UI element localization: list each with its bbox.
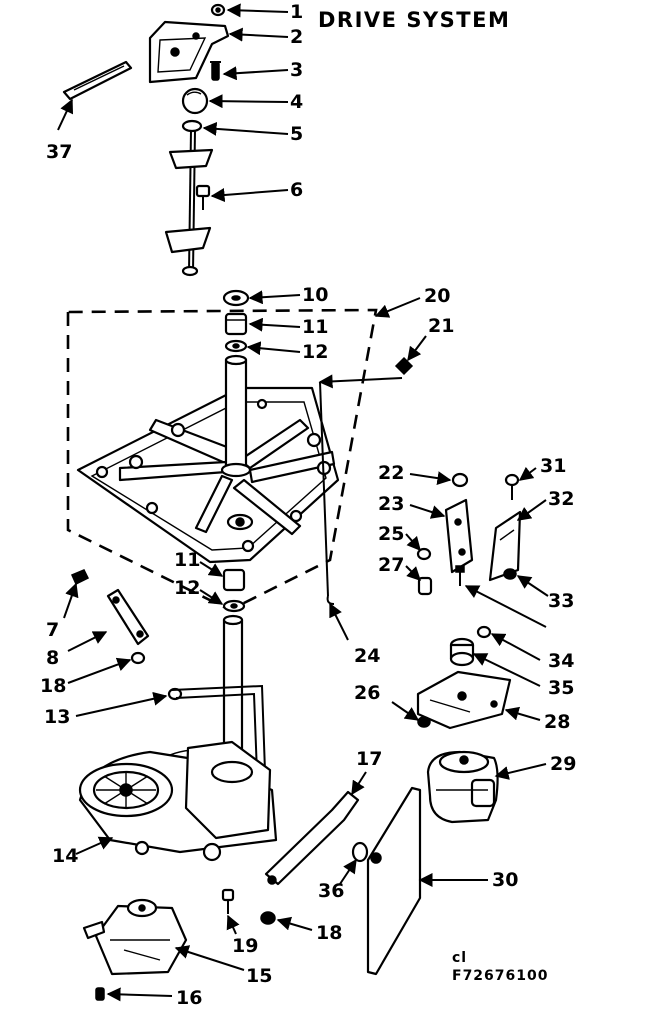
part-16-screw: [95, 987, 105, 1001]
callout-label: 21: [428, 315, 454, 337]
part-31-screw-lower: [455, 565, 465, 586]
callout-label: 8: [46, 647, 59, 669]
part-24-spring: [326, 595, 335, 605]
part-26-nut: [417, 716, 431, 728]
part-7-screw: [71, 569, 90, 586]
callout-label: 23: [378, 493, 404, 515]
part-14-transmission: [78, 740, 278, 862]
part-31-screw-upper: [504, 473, 520, 500]
callout-label: 33: [548, 590, 574, 612]
callout-label: 34: [548, 650, 574, 672]
part-27-spacer: [417, 576, 433, 596]
part-1-nut: [210, 3, 226, 17]
callout-label: 18: [316, 922, 342, 944]
callout-label: 37: [46, 141, 72, 163]
part-19-bolt: [221, 888, 235, 914]
callout-label: 30: [492, 869, 518, 891]
part-25-washer: [416, 547, 432, 561]
diagram-title: DRIVE SYSTEM: [318, 8, 510, 32]
part-2-bracket: [148, 20, 230, 84]
callout-label: 19: [232, 935, 258, 957]
callout-label: 20: [424, 285, 450, 307]
part-29-motor: [426, 750, 499, 824]
part-3-screw: [210, 61, 221, 81]
part-18-nut-left: [130, 651, 146, 665]
callout-label: 6: [290, 179, 303, 201]
part-4-ball: [181, 87, 209, 115]
callout-label: 3: [290, 59, 303, 81]
leader-lines: [57, 3, 549, 1002]
part-18-nut-lower: [260, 911, 276, 925]
part-11-lower-bushing: [222, 568, 246, 592]
callout-label: 26: [354, 682, 380, 704]
part-22-nut: [451, 472, 469, 488]
callout-label: 36: [318, 880, 344, 902]
callout-label: 24: [354, 645, 380, 667]
callout-label: 10: [302, 284, 328, 306]
part-10-nut: [222, 289, 250, 307]
callout-label: 4: [290, 91, 303, 113]
callout-label: 35: [548, 677, 574, 699]
part-32-bracket: [488, 510, 522, 582]
callout-label: 29: [550, 753, 576, 775]
part-11-bushing: [224, 312, 248, 336]
part-5-rod: [164, 119, 214, 277]
callout-label: 27: [378, 554, 404, 576]
callout-label: 15: [246, 965, 272, 987]
part-30-panel: [366, 786, 422, 976]
callout-label: 11: [302, 316, 328, 338]
callout-label: 28: [544, 711, 570, 733]
ref-prefix: cl: [452, 950, 467, 966]
callout-label: 12: [174, 577, 200, 599]
part-15-pump: [82, 898, 188, 976]
callout-label: 14: [52, 845, 78, 867]
callout-label: 25: [378, 523, 404, 545]
callout-label: 17: [356, 748, 382, 770]
callout-label: 11: [174, 549, 200, 571]
callout-label: 32: [548, 488, 574, 510]
ref-code: F72676100: [452, 968, 549, 984]
callout-label: 7: [46, 619, 59, 641]
callout-label: 13: [44, 706, 70, 728]
callout-label: 2: [290, 26, 303, 48]
part-6-bolt: [195, 184, 211, 210]
part-37-pad: [62, 60, 133, 101]
part-21-clip: [394, 356, 414, 376]
part-17-arm: [264, 790, 360, 886]
callout-label: 18: [40, 675, 66, 697]
part-34-washer: [476, 625, 492, 639]
callout-label: 5: [290, 123, 303, 145]
part-12-lower-washer: [222, 599, 246, 613]
part-33-nut: [503, 568, 517, 580]
callout-label: 22: [378, 462, 404, 484]
part-28-motor-bracket: [416, 670, 512, 730]
part-8-bracket: [106, 588, 150, 646]
part-20-mounting-plate: [76, 386, 340, 564]
part-36-clip: [351, 841, 369, 863]
callout-label: 16: [176, 987, 202, 1009]
part-23-bracket: [444, 498, 474, 574]
callout-label: 12: [302, 341, 328, 363]
callout-label: 31: [540, 455, 566, 477]
callout-labels: 1 2 3 4 5 6 37 10 11 12 20 21 22 23 31 3…: [40, 1, 576, 1009]
part-12-washer: [224, 339, 248, 353]
part-20-dashed-outline: [66, 308, 378, 612]
callout-label: 1: [290, 1, 303, 23]
part-shaft-upper: [220, 354, 252, 478]
part-35-coupling: [449, 637, 475, 667]
